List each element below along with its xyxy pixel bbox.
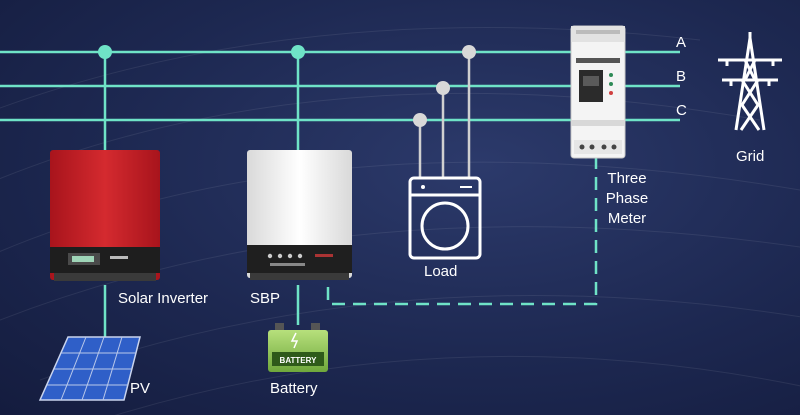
junction-node (462, 45, 476, 59)
solar-inverter-label: Solar Inverter (118, 290, 209, 307)
junction-node (291, 45, 305, 59)
load-connector-lines (418, 52, 471, 178)
meter-icon (570, 25, 626, 159)
transmission-tower-icon (718, 32, 782, 131)
solar-panel-icon (38, 336, 141, 401)
washing-machine-icon (408, 176, 482, 260)
sbp-icon (247, 150, 352, 280)
solar-inverter-icon (50, 150, 160, 281)
pv-label: PV (130, 380, 151, 397)
junction-node (98, 45, 112, 59)
phase-a-label: A (676, 34, 687, 51)
meter-label-line3: Meter (607, 210, 647, 227)
junction-nodes (98, 45, 476, 127)
phase-lines (0, 50, 680, 122)
communication-line (326, 158, 598, 306)
meter-label-line1: Three (607, 170, 647, 187)
junction-node (436, 81, 450, 95)
meter-label-line2: Phase (605, 190, 649, 207)
sbp-label: SBP (250, 290, 281, 307)
load-label: Load (424, 263, 458, 280)
phase-c-label: C (676, 102, 687, 119)
grid-label: Grid (736, 148, 765, 165)
connector-lines (103, 52, 300, 340)
battery-plate-label: BATTERY (280, 356, 318, 365)
battery-label: Battery (270, 380, 318, 397)
phase-b-label: B (676, 68, 687, 85)
junction-node (413, 113, 427, 127)
battery-icon: BATTERY (268, 323, 328, 372)
